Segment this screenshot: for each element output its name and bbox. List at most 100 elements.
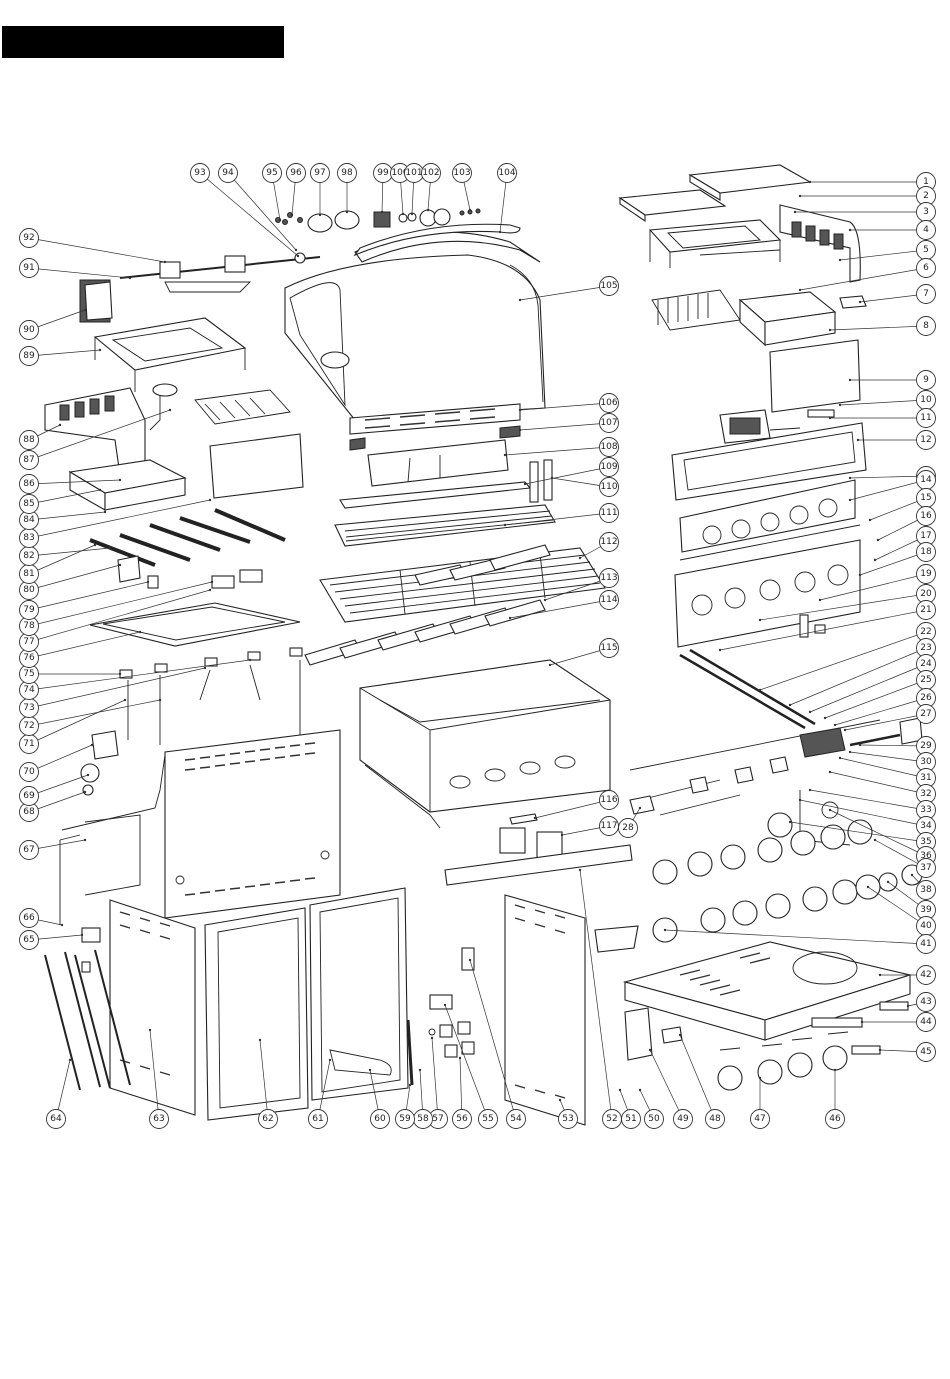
callout-circle-91 — [19, 258, 39, 278]
callout-tip-99 — [380, 210, 384, 214]
callout-circle-42 — [916, 965, 936, 985]
callout-label-17: 17 — [920, 531, 931, 541]
callout-label-28: 28 — [622, 823, 634, 833]
callout-leader-31 — [839, 757, 927, 779]
callout-tip-19 — [818, 598, 822, 602]
callout-circle-37 — [916, 858, 936, 878]
firebox — [359, 659, 611, 829]
callout-tip-42 — [878, 973, 882, 977]
callout-circle-27 — [916, 704, 936, 724]
callout-label-27: 27 — [920, 709, 931, 719]
callout-tip-83 — [208, 498, 212, 502]
callout-circle-90 — [19, 320, 39, 340]
callout-tip-3 — [793, 210, 797, 214]
callout-circle-62 — [258, 1109, 278, 1129]
callout-circle-6 — [916, 258, 936, 278]
callout-circle-47 — [750, 1109, 770, 1129]
callout-leader-71 — [28, 699, 126, 745]
callout-tip-71 — [123, 698, 127, 702]
callout-leader-109 — [524, 466, 610, 485]
callout-tip-94 — [294, 248, 298, 252]
callout-label-56: 56 — [456, 1114, 468, 1124]
callout-circle-46 — [825, 1109, 845, 1129]
callout-label-1: 1 — [923, 177, 929, 187]
main-burners — [89, 508, 286, 589]
callout-label-107: 107 — [600, 418, 617, 428]
side-burner-parts — [651, 289, 867, 444]
callout-leader-54 — [469, 959, 517, 1120]
callout-tip-45 — [878, 1048, 882, 1052]
callout-label-109: 109 — [600, 462, 617, 472]
callout-tip-86 — [118, 478, 122, 482]
callout-circle-108 — [599, 437, 619, 457]
callout-label-79: 79 — [23, 605, 35, 615]
callout-leader-94 — [227, 172, 297, 251]
callout-circle-38 — [916, 880, 936, 900]
callout-label-77: 77 — [23, 637, 34, 647]
callout-label-24: 24 — [920, 659, 932, 669]
callout-label-2: 2 — [923, 191, 929, 201]
callout-tip-98 — [345, 210, 349, 214]
callout-label-114: 114 — [600, 595, 617, 605]
callout-tip-90 — [83, 308, 87, 312]
callout-tip-74 — [248, 658, 252, 662]
callout-tip-18 — [858, 573, 862, 577]
callout-circle-19 — [916, 564, 936, 584]
callout-leader-92 — [28, 237, 166, 263]
callout-leader-14 — [849, 479, 927, 501]
knob-assembly — [652, 819, 923, 943]
callout-label-115: 115 — [600, 643, 617, 653]
callout-tip-39 — [886, 880, 890, 884]
callout-leader-56 — [459, 1057, 463, 1120]
callout-tip-78 — [210, 580, 214, 584]
callout-circle-65 — [19, 930, 39, 950]
callout-tip-17 — [873, 558, 877, 562]
callout-tip-110 — [550, 476, 554, 480]
callout-label-53: 53 — [562, 1114, 573, 1124]
callout-tip-68 — [83, 790, 87, 794]
callout-leader-72 — [28, 699, 161, 727]
callout-label-94: 94 — [222, 168, 234, 178]
callout-tip-72 — [158, 698, 162, 702]
callout-circle-16 — [916, 506, 936, 526]
callout-leader-87 — [28, 409, 171, 461]
callout-leader-78 — [28, 581, 213, 627]
hood-assembly — [284, 231, 546, 487]
callout-tip-50 — [638, 1088, 642, 1092]
callout-tip-105 — [518, 298, 522, 302]
callout-label-39: 39 — [920, 905, 932, 915]
callout-leader-83 — [28, 499, 211, 539]
left-side-burner — [44, 317, 304, 511]
callout-label-80: 80 — [23, 585, 35, 595]
callout-circle-61 — [308, 1109, 328, 1129]
callout-leader-52 — [579, 869, 613, 1120]
callout-circle-44 — [916, 1012, 936, 1032]
callout-leader-13 — [849, 475, 927, 479]
callout-tip-58 — [418, 1068, 422, 1072]
callout-tip-25 — [823, 716, 827, 720]
callout-tip-100 — [401, 212, 405, 216]
callout-circle-103 — [452, 163, 472, 183]
callout-tip-88 — [58, 423, 62, 427]
callout-leader-89 — [28, 349, 101, 357]
rotisserie-assembly — [79, 252, 321, 323]
callout-circle-114 — [599, 590, 619, 610]
callout-leader-33 — [809, 789, 927, 811]
callout-label-89: 89 — [23, 351, 35, 361]
callout-tip-44 — [860, 1020, 864, 1024]
callout-tip-75 — [118, 672, 122, 676]
callout-label-6: 6 — [923, 263, 929, 273]
callout-label-9: 9 — [923, 375, 929, 385]
callout-tip-54 — [468, 958, 472, 962]
gas-manifold-assembly — [629, 648, 923, 846]
callout-leader-64 — [55, 1059, 71, 1120]
callout-label-99: 99 — [377, 168, 389, 178]
callout-leader-21 — [719, 609, 927, 651]
callout-tip-59 — [408, 1083, 412, 1087]
callout-circle-41 — [916, 934, 936, 954]
callout-tip-12 — [856, 438, 860, 442]
callout-circle-56 — [452, 1109, 472, 1129]
callout-label-93: 93 — [194, 168, 205, 178]
callout-tip-35 — [788, 820, 792, 824]
